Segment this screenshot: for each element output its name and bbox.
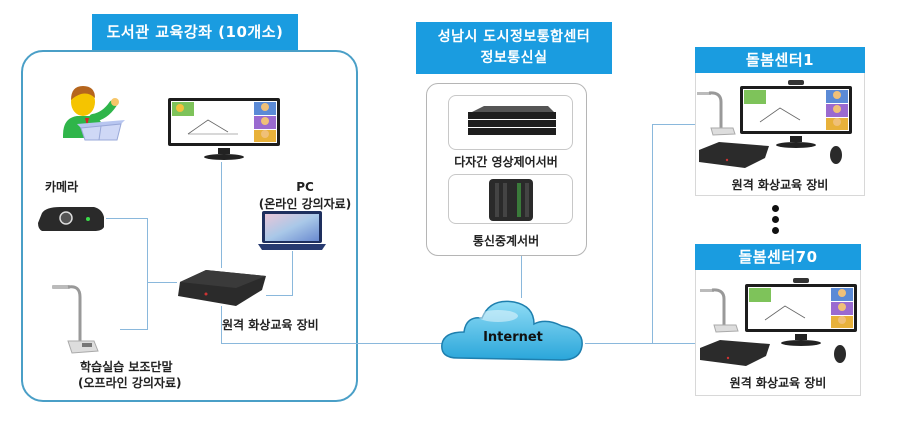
internet-cloud-icon bbox=[441, 300, 583, 361]
connector-line bbox=[521, 256, 522, 298]
care-center-1-mouse-icon bbox=[830, 146, 842, 164]
care-center-70-mouse-icon bbox=[834, 345, 846, 363]
document-camera-icon bbox=[52, 285, 99, 354]
connector-line bbox=[106, 218, 148, 219]
camera-label: 카메라 bbox=[45, 180, 79, 194]
connector-line bbox=[652, 124, 653, 343]
connector-line bbox=[221, 162, 222, 268]
connector-line bbox=[266, 295, 293, 296]
library-frame bbox=[21, 50, 358, 402]
care-center-70-device-icon bbox=[700, 340, 770, 366]
connector-line bbox=[221, 343, 443, 344]
laptop-icon bbox=[258, 211, 326, 250]
connector-line bbox=[292, 251, 293, 296]
care-center-70-frame bbox=[695, 270, 861, 396]
video-control-server-icon bbox=[468, 106, 556, 135]
care-center-70-title: 돌봄센터70 bbox=[695, 244, 861, 270]
camera-icon bbox=[38, 207, 104, 231]
center-title: 성남시 도시정보통합센터 정보통신실 bbox=[416, 22, 612, 74]
care-center-1-document-camera-icon bbox=[697, 91, 736, 136]
pc-label: PC bbox=[296, 180, 314, 194]
connector-line bbox=[221, 306, 222, 343]
library-video-device-icon bbox=[178, 270, 266, 306]
library-title: 도서관 교육강좌 (10개소) bbox=[92, 14, 298, 50]
library-device-label: 원격 화상교육 장비 bbox=[222, 318, 319, 332]
pc-sublabel: (온라인 강의자료) bbox=[258, 197, 352, 211]
care-center-1-monitor-icon bbox=[740, 80, 852, 148]
care-center-1-device-label: 원격 화상교육 장비 bbox=[731, 178, 829, 192]
server1-box bbox=[448, 95, 573, 150]
care-center-70-device-label: 원격 화상교육 장비 bbox=[729, 376, 827, 390]
connector-line bbox=[147, 218, 148, 330]
server1-label: 다자간 영상제어서버 bbox=[454, 155, 558, 169]
center-title-line2: 정보통신실 bbox=[480, 50, 548, 66]
relay-server-icon bbox=[489, 179, 533, 221]
internet-label: Internet bbox=[483, 330, 543, 345]
connector-line bbox=[652, 124, 696, 125]
center-server-frame bbox=[426, 83, 587, 256]
care-center-70-document-camera-icon bbox=[700, 288, 739, 333]
document-camera-sublabel: (오프라인 강의자료) bbox=[78, 376, 182, 390]
teacher-icon bbox=[63, 86, 125, 141]
care-center-70-monitor-icon bbox=[745, 278, 857, 346]
connector-line bbox=[120, 329, 148, 330]
server2-label: 통신중계서버 bbox=[472, 234, 540, 248]
center-title-line1: 성남시 도시정보통합센터 bbox=[437, 29, 591, 45]
care-center-1-title: 돌봄센터1 bbox=[695, 47, 865, 73]
document-camera-label: 학습실습 보조단말 bbox=[80, 360, 173, 374]
care-center-1-device-icon bbox=[699, 142, 769, 168]
more-centers-ellipsis bbox=[772, 205, 779, 234]
care-center-1-frame bbox=[695, 73, 865, 196]
connector-line bbox=[147, 282, 177, 283]
library-monitor-icon bbox=[168, 98, 280, 160]
connector-line bbox=[585, 343, 695, 344]
server2-box bbox=[448, 174, 573, 224]
